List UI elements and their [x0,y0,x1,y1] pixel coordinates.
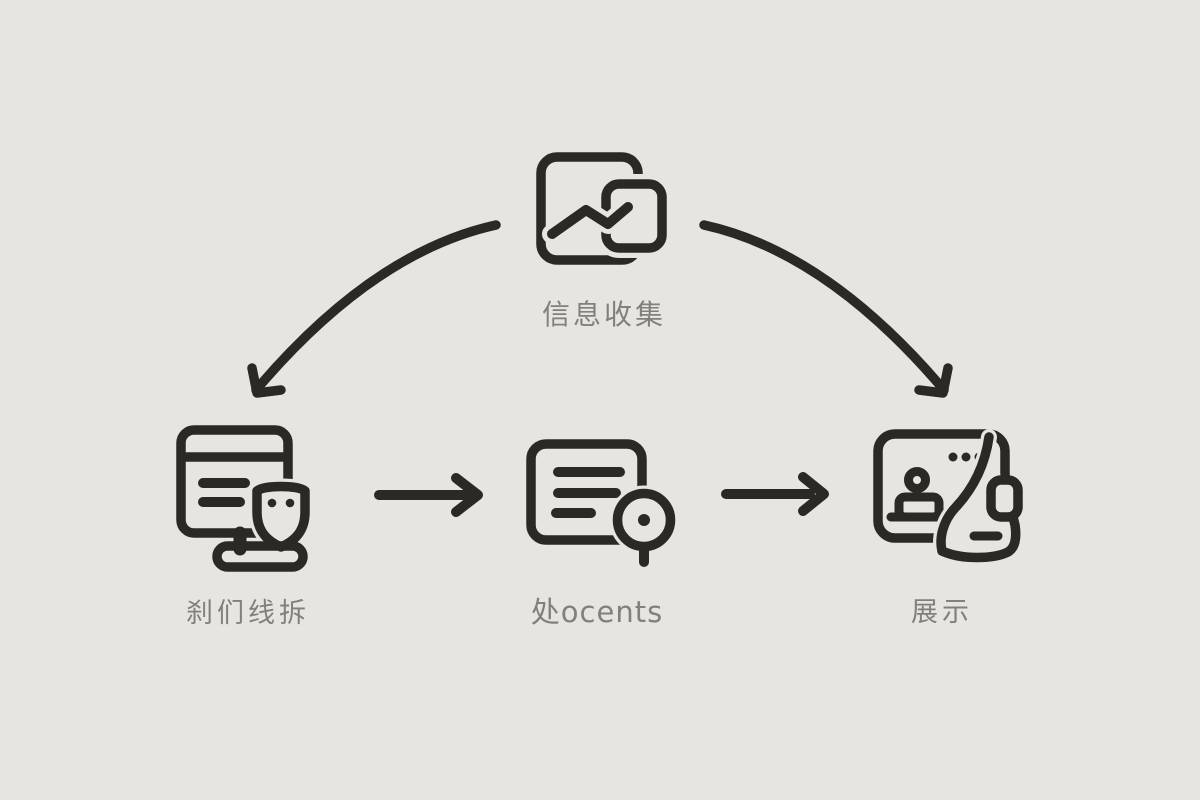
chart-image-icon [536,152,672,265]
curved-arrow-right [699,220,953,398]
arrow-middle-to-right [721,472,829,516]
curved-arrow-left [247,220,501,398]
process-label: 处ocents [530,595,664,629]
arrow-left-to-middle [374,473,483,517]
document-search-icon [526,439,679,567]
analyze-label: 刹们线拆 [186,598,310,629]
collect-label: 信息收集 [541,298,667,331]
display-label: 展示 [911,597,973,628]
presentation-screen-icon [873,429,1024,566]
monitor-shield-icon [176,425,313,572]
